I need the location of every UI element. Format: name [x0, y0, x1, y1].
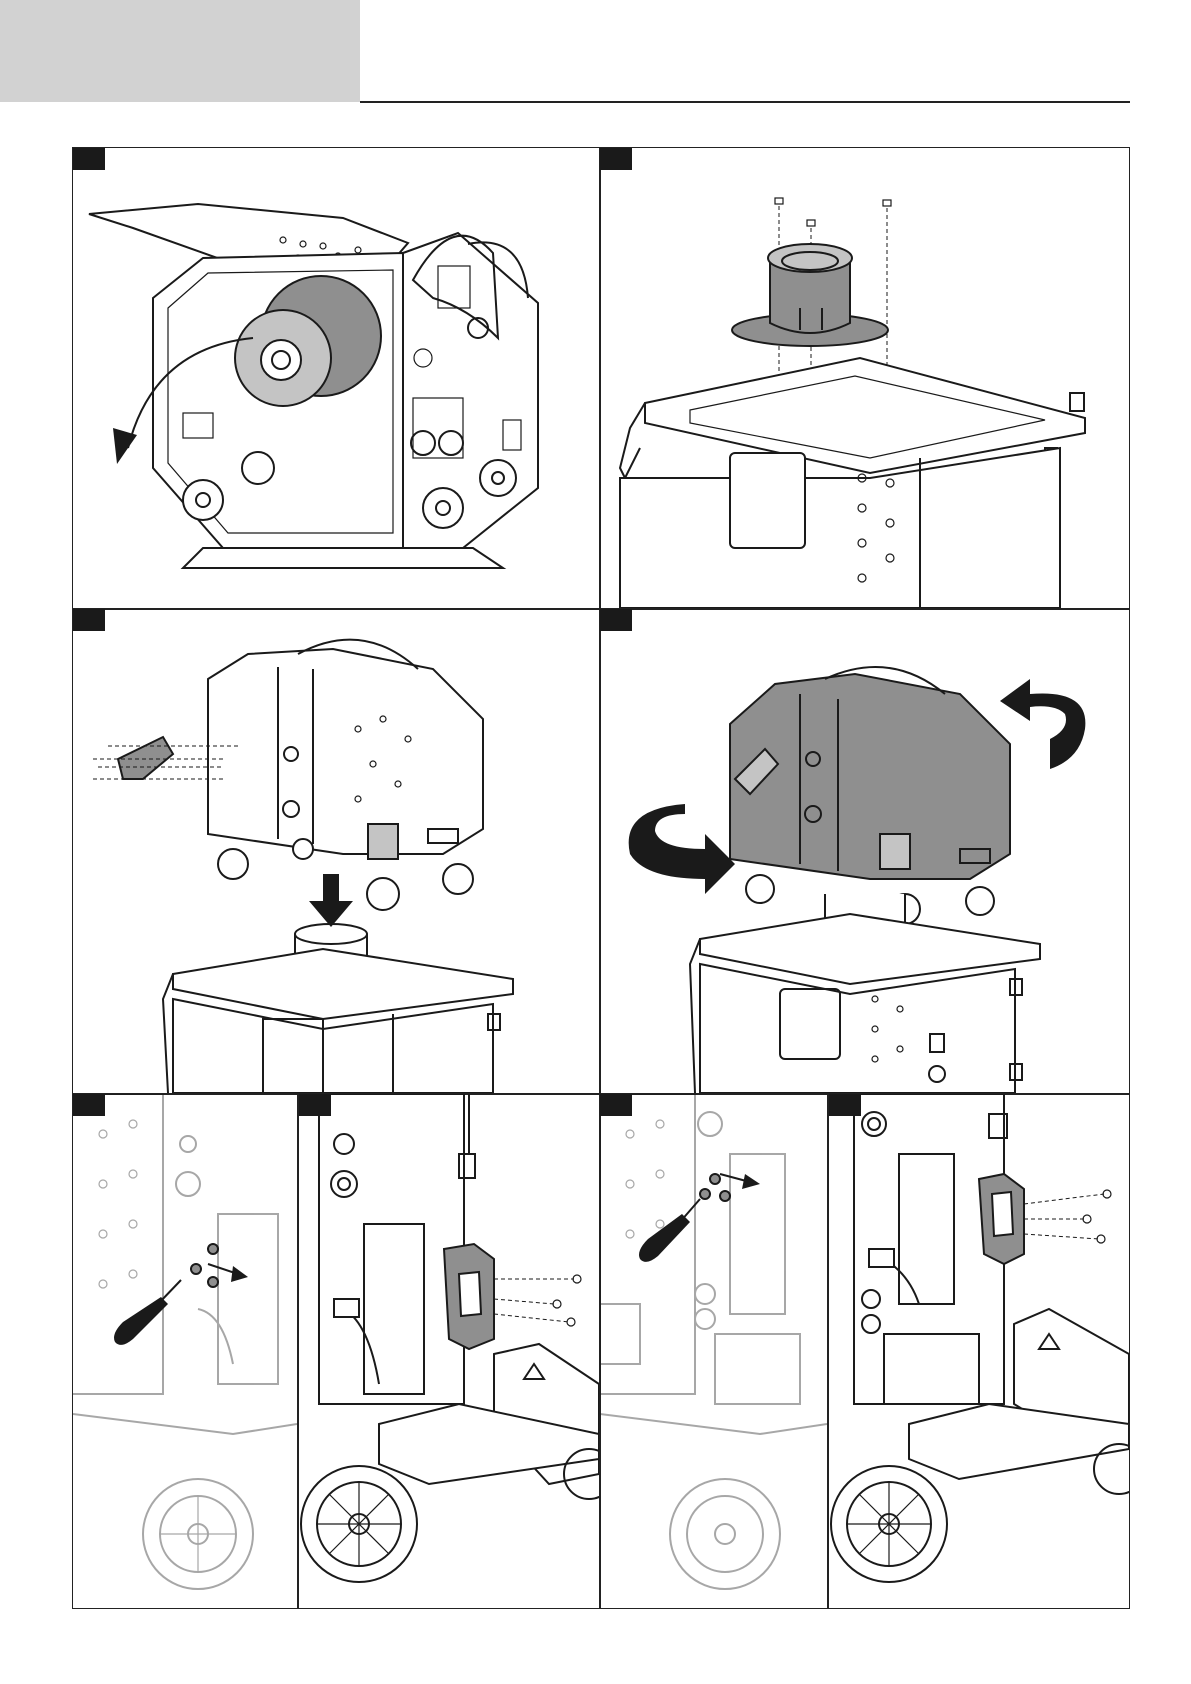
figure-panel-6b	[829, 1094, 1129, 1608]
step-badge	[600, 609, 632, 631]
bracket-icon	[979, 1174, 1024, 1264]
header-label	[0, 0, 1, 1]
bracket-icon	[444, 1244, 494, 1349]
fit-bracket-lower	[299, 1094, 599, 1608]
remove-plugs-with-screwdriver-upper	[600, 1094, 827, 1608]
header-rule	[360, 101, 1130, 103]
screwdriver-icon	[639, 1199, 700, 1262]
figure-panel-3	[73, 609, 599, 1093]
down-arrow-icon	[309, 874, 353, 927]
figure-panel-5b	[299, 1094, 599, 1608]
figure-panel-2	[600, 148, 1129, 608]
step-badge	[73, 148, 105, 170]
step-badge	[299, 1094, 331, 1116]
figure-grid	[72, 147, 1130, 1609]
step-badge	[600, 1094, 632, 1116]
figure-panel-4	[600, 609, 1129, 1093]
figure-panel-1	[73, 148, 599, 608]
header-tab	[0, 0, 360, 102]
step-badge	[829, 1094, 861, 1116]
support-cylinder-screw-mount	[600, 148, 1129, 608]
step-badge	[73, 609, 105, 631]
screwdriver-icon	[114, 1280, 181, 1345]
feeder-lowered-onto-support	[73, 609, 599, 1093]
figure-panel-6a	[600, 1094, 827, 1608]
figure-panel-5a	[73, 1094, 297, 1608]
wire-feeder-open-spool-removal	[73, 148, 599, 608]
step-badge	[73, 1094, 105, 1116]
screw-icon	[775, 198, 891, 226]
feeder-rotation-on-support	[600, 609, 1129, 1093]
step-badge	[600, 148, 632, 170]
remove-plugs-with-screwdriver-lower	[73, 1094, 297, 1608]
fit-bracket-upper	[829, 1094, 1129, 1608]
